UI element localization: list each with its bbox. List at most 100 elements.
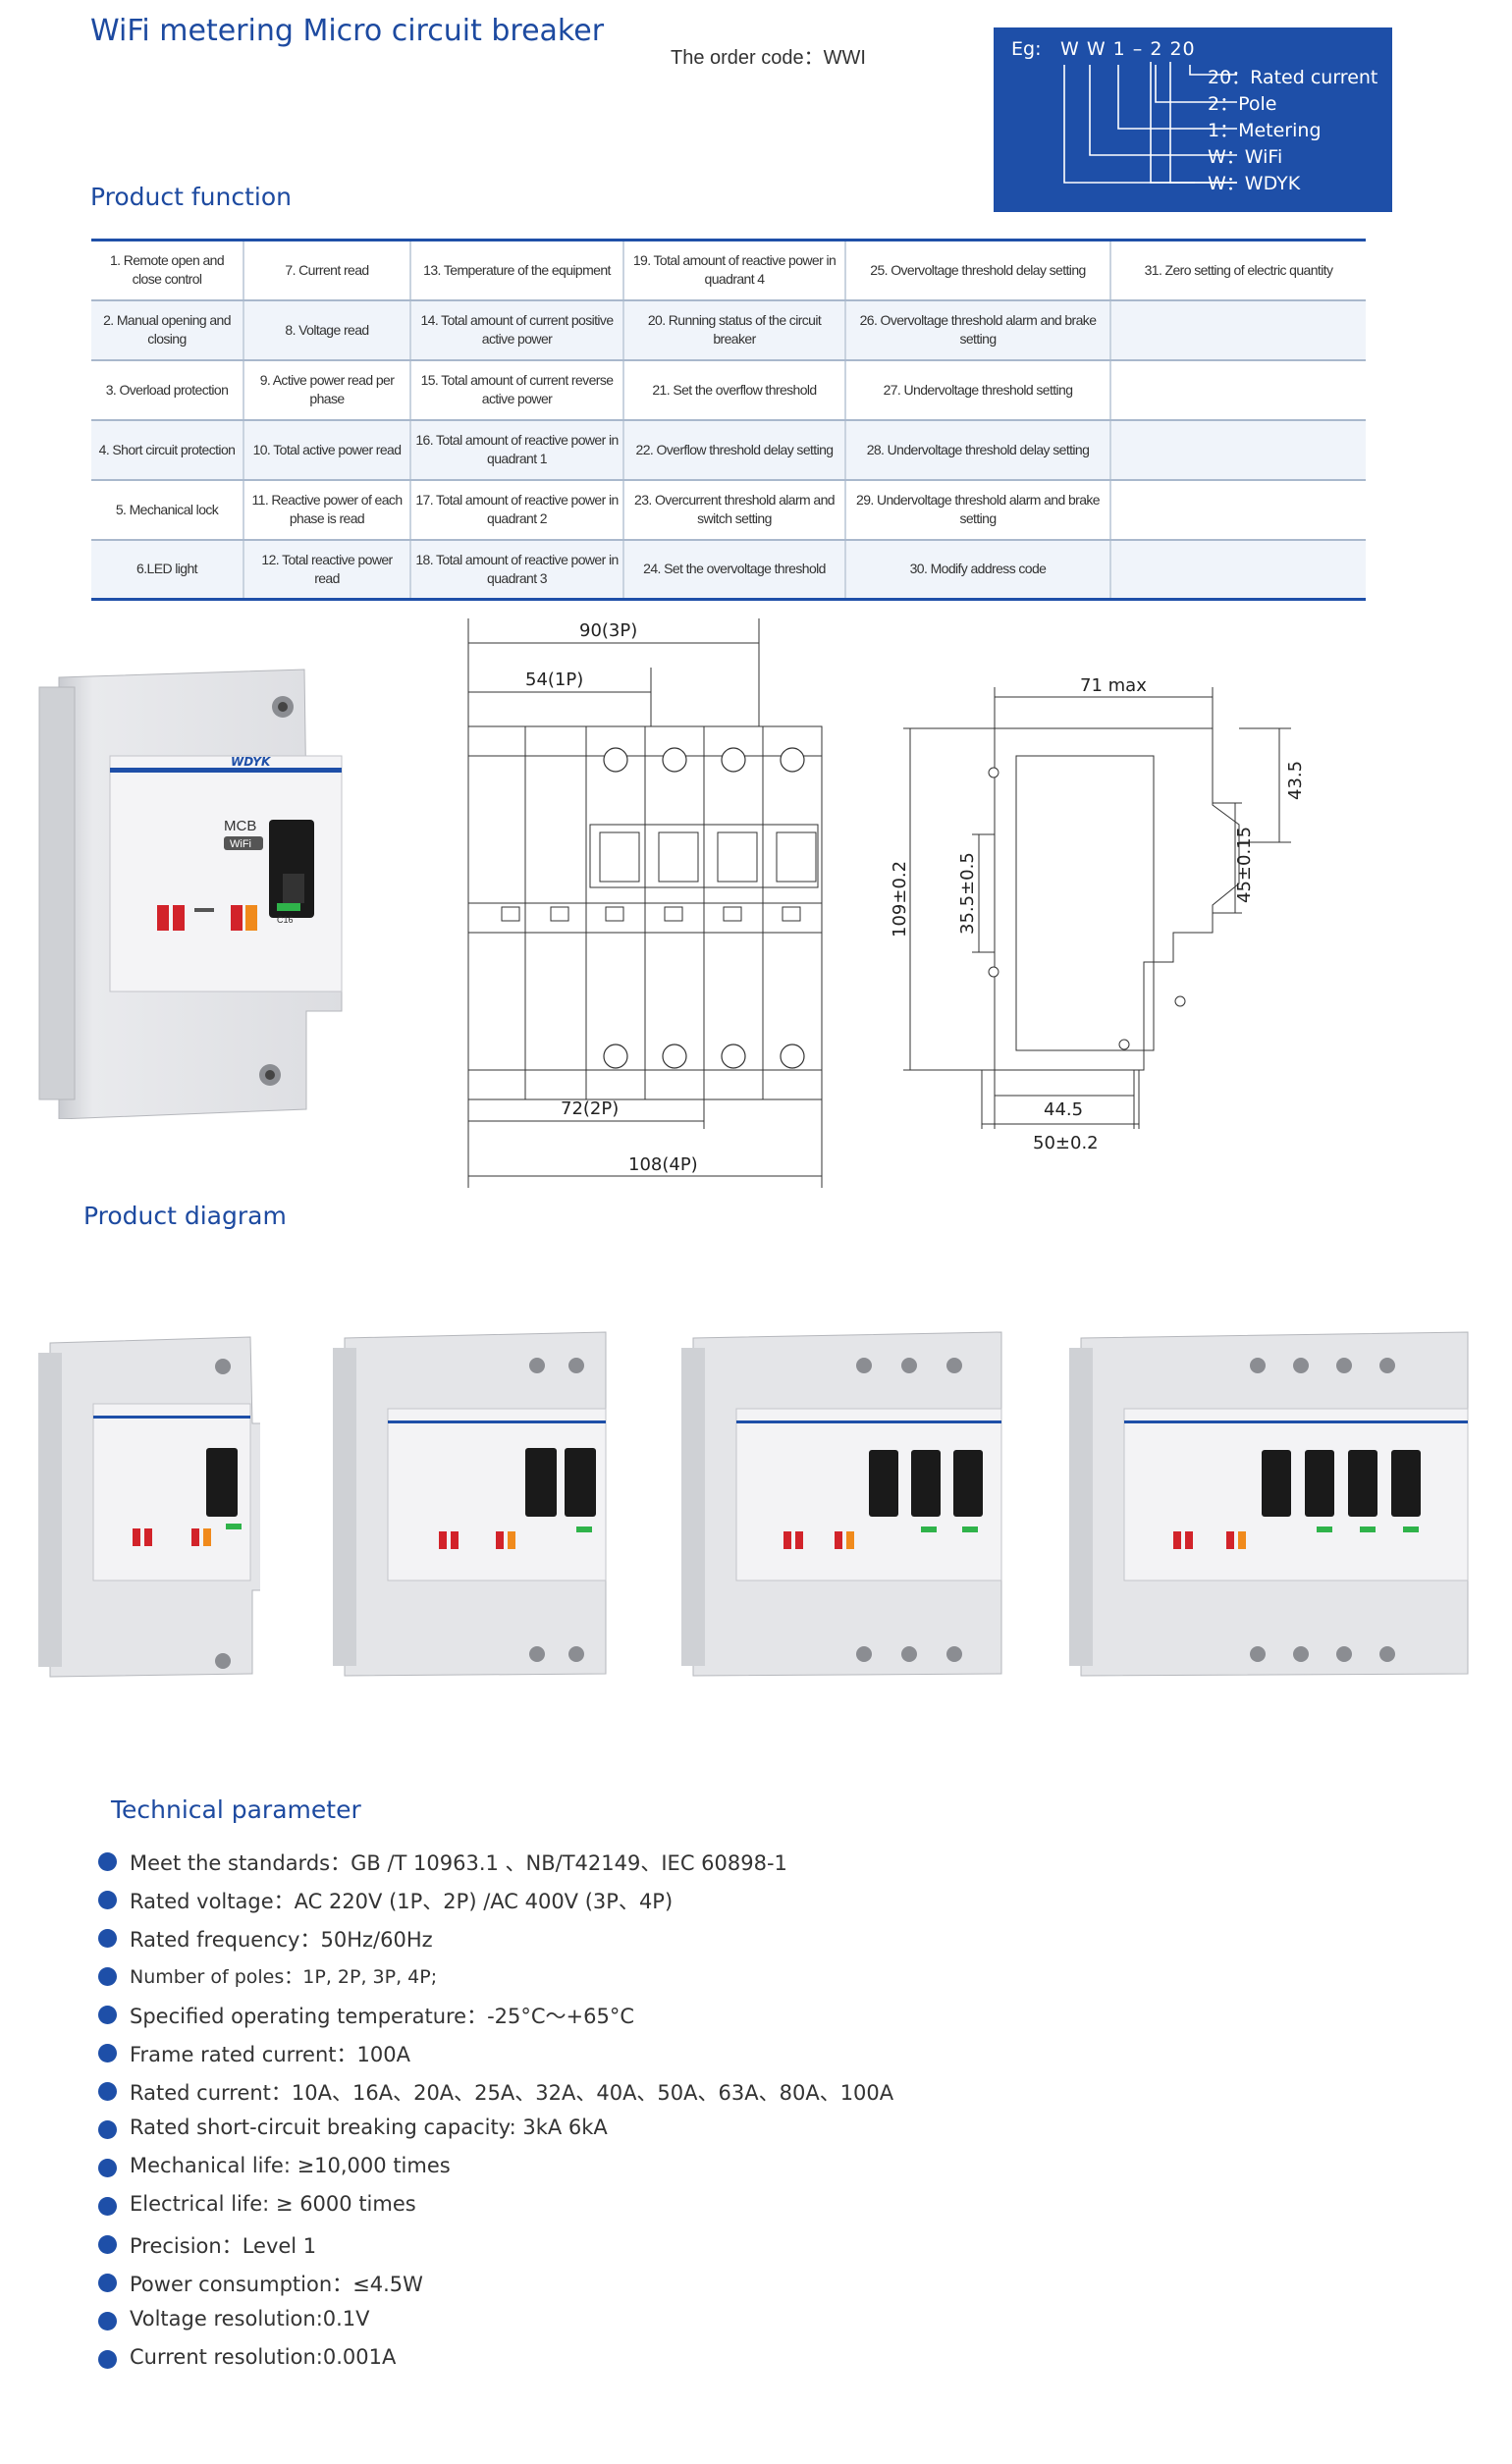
legend-rated-current: 20：Rated current: [1208, 67, 1378, 88]
bullet-icon: [98, 2312, 117, 2330]
table-row: 3. Overload protection 9. Active power r…: [91, 359, 1366, 421]
dim-71-max: 71 max: [1080, 677, 1147, 696]
dim-72-2p: 72(2P): [561, 1098, 619, 1119]
example-code: W W 1 – 2 20: [1060, 38, 1196, 60]
function-cell: 9. Active power read per phase: [243, 359, 410, 421]
order-code: The order code：WWI: [671, 47, 866, 69]
legend-wifi: W：WiFi: [1208, 146, 1283, 168]
list-item: Power consumption：≤4.5W: [98, 2269, 893, 2307]
function-cell: 2. Manual opening and closing: [91, 299, 243, 361]
function-cell: 5. Mechanical lock: [91, 479, 243, 541]
device-photo-3p: [681, 1331, 1002, 1677]
function-cell: 27. Undervoltage threshold setting: [844, 359, 1110, 421]
bullet-icon: [98, 2082, 117, 2101]
example-code-box: Eg: W W 1 – 2 20 20：Rated current 2：Pole…: [994, 27, 1392, 212]
list-item: Specified operating temperature：-25°C～+6…: [98, 2001, 893, 2039]
function-cell: 28. Undervoltage threshold delay setting: [844, 419, 1110, 481]
dim-109: 109±0.2: [890, 861, 910, 937]
function-cell: [1109, 359, 1366, 421]
dim-50: 50±0.2: [1033, 1133, 1099, 1153]
table-row: 5. Mechanical lock 11. Reactive power of…: [91, 479, 1366, 541]
list-item: Voltage resolution:0.1V: [98, 2307, 893, 2345]
function-cell: [1109, 299, 1366, 361]
function-cell: [1109, 479, 1366, 541]
function-cell: 6.LED light: [91, 539, 243, 601]
function-cell: 22. Overflow threshold delay setting: [622, 419, 845, 481]
function-cell: 19. Total amount of reactive power in qu…: [622, 239, 845, 301]
device-photo-1p: [38, 1336, 260, 1678]
function-cell: 8. Voltage read: [243, 299, 410, 361]
legend-wdyk: W：WDYK: [1208, 173, 1301, 194]
function-cell: [1109, 419, 1366, 481]
function-cell: 10. Total active power read: [243, 419, 410, 481]
page-title: WiFi metering Micro circuit breaker: [90, 14, 605, 48]
function-cell: 17. Total amount of reactive power in qu…: [409, 479, 623, 541]
list-item: Rated short-circuit breaking capacity: 3…: [98, 2116, 893, 2154]
rating-label: C16: [277, 915, 294, 925]
dim-54-1p: 54(1P): [525, 670, 583, 690]
function-cell: 29. Undervoltage threshold alarm and bra…: [844, 479, 1110, 541]
bullet-icon: [98, 1891, 117, 1909]
legend-metering: 1：Metering: [1208, 120, 1322, 141]
bullet-icon: [98, 2197, 117, 2216]
function-cell: 24. Set the overvoltage threshold: [622, 539, 845, 601]
device-photo-2p: [333, 1331, 607, 1677]
function-cell: 7. Current read: [243, 239, 410, 301]
function-cell: 3. Overload protection: [91, 359, 243, 421]
device-photo-large: WDYK MCB WiFi C16: [38, 669, 343, 1119]
function-cell: 13. Temperature of the equipment: [409, 239, 623, 301]
function-cell: 18. Total amount of reactive power in qu…: [409, 539, 623, 601]
legend-pole: 2：Pole: [1208, 93, 1277, 115]
dim-45: 45±0.15: [1234, 827, 1255, 903]
function-cell: 23. Overcurrent threshold alarm and swit…: [622, 479, 845, 541]
function-cell: 4. Short circuit protection: [91, 419, 243, 481]
product-diagram-title: Product diagram: [83, 1202, 287, 1230]
list-item: Rated voltage：AC 220V (1P、2P) /AC 400V (…: [98, 1886, 893, 1924]
function-cell: 20. Running status of the circuit breake…: [622, 299, 845, 361]
device-photo-4p: [1069, 1331, 1469, 1677]
bullet-icon: [98, 2274, 117, 2292]
dim-43-5: 43.5: [1285, 761, 1306, 800]
function-cell: 21. Set the overflow threshold: [622, 359, 845, 421]
function-cell: 15. Total amount of current reverse acti…: [409, 359, 623, 421]
code-leader-lines: [1063, 62, 1237, 184]
wifi-label: WiFi: [230, 838, 251, 850]
bullet-icon: [98, 1852, 117, 1871]
dim-108-4p: 108(4P): [628, 1154, 698, 1175]
mcb-label: MCB: [224, 818, 256, 834]
bullet-icon: [98, 2044, 117, 2062]
function-cell: 16. Total amount of reactive power in qu…: [409, 419, 623, 481]
example-prefix: Eg:: [1011, 38, 1042, 60]
function-cell: 11. Reactive power of each phase is read: [243, 479, 410, 541]
bullet-icon: [98, 2235, 117, 2254]
dim-90-3p: 90(3P): [579, 620, 637, 641]
function-cell: 25. Overvoltage threshold delay setting: [844, 239, 1110, 301]
list-item: Meet the standards：GB /T 10963.1 、NB/T42…: [98, 1848, 893, 1886]
function-cell: 14. Total amount of current positive act…: [409, 299, 623, 361]
product-function-title: Product function: [90, 183, 292, 211]
list-item: Mechanical life: ≥10,000 times: [98, 2154, 893, 2192]
table-row: 6.LED light 12. Total reactive power rea…: [91, 539, 1366, 601]
function-cell: [1109, 539, 1366, 601]
bullet-icon: [98, 1929, 117, 1948]
list-item: Number of poles：1P, 2P, 3P, 4P;: [98, 1962, 893, 2001]
front-dimension-drawing: 90(3P) 54(1P) 72(2P) 108(4P): [467, 618, 823, 1188]
list-item: Frame rated current：100A: [98, 2039, 893, 2077]
brand-label: WDYK: [231, 755, 272, 769]
product-function-table: 1. Remote open and close control 7. Curr…: [91, 239, 1366, 601]
technical-parameter-list: Meet the standards：GB /T 10963.1 、NB/T42…: [98, 1848, 893, 2384]
side-dimension-drawing: 71 max 43.5 109±0.2 35.5±0.5 45±0.15 44.…: [890, 677, 1306, 1153]
bullet-icon: [98, 2120, 117, 2139]
function-cell: 12. Total reactive power read: [243, 539, 410, 601]
function-cell: 26. Overvoltage threshold alarm and brak…: [844, 299, 1110, 361]
bullet-icon: [98, 2006, 117, 2024]
function-cell: 1. Remote open and close control: [91, 239, 243, 301]
function-cell: 31. Zero setting of electric quantity: [1109, 239, 1366, 301]
list-item: Rated frequency：50Hz/60Hz: [98, 1924, 893, 1962]
function-cell: 30. Modify address code: [844, 539, 1110, 601]
list-item: Precision：Level 1: [98, 2230, 893, 2269]
dim-44-5: 44.5: [1044, 1099, 1083, 1120]
table-row: 4. Short circuit protection 10. Total ac…: [91, 419, 1366, 481]
bullet-icon: [98, 2159, 117, 2177]
table-row: 2. Manual opening and closing 8. Voltage…: [91, 299, 1366, 361]
